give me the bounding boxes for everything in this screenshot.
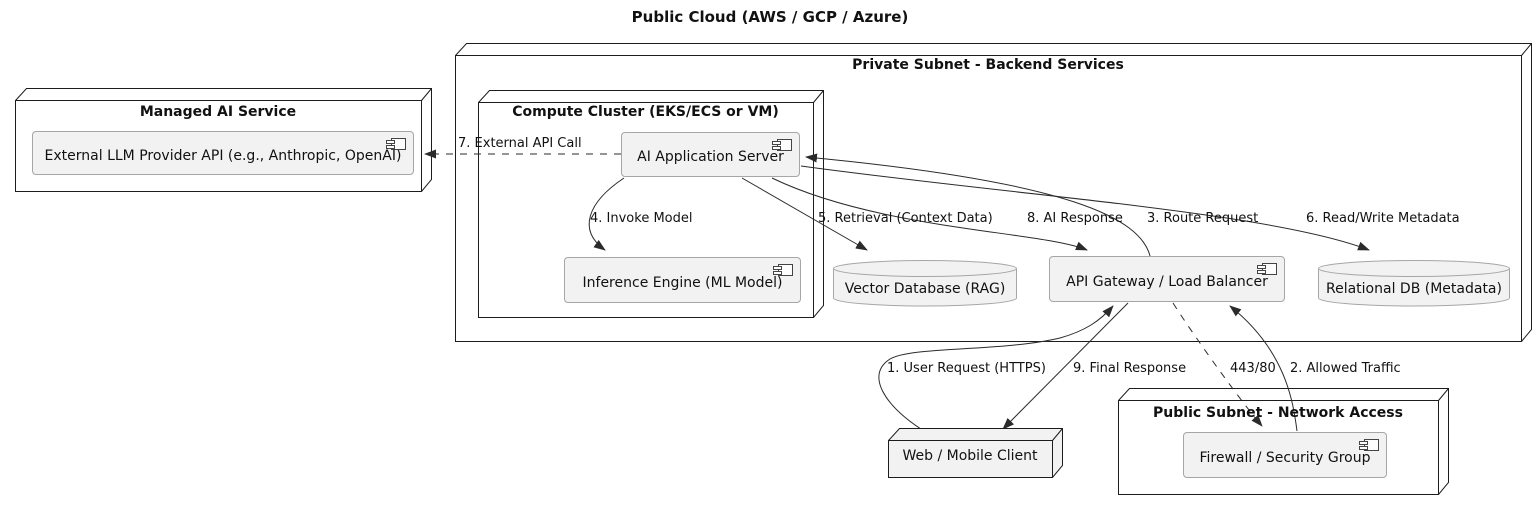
component-icon [386, 138, 406, 150]
relational-db-label: Relational DB (Metadata) [1326, 281, 1502, 297]
managed-ai-service-title: Managed AI Service [139, 104, 297, 120]
web-mobile-client-label: Web / Mobile Client [902, 448, 1038, 464]
diagram-title: Public Cloud (AWS / GCP / Azure) [631, 8, 909, 26]
arrow-port-443-80 [1172, 302, 1263, 427]
ai-application-server-label: AI Application Server [637, 149, 784, 165]
edge-label-invoke-model: 4. Invoke Model [590, 211, 693, 226]
edge-label-allowed-traffic: 2. Allowed Traffic [1290, 361, 1401, 376]
component-icon [1257, 263, 1277, 275]
arrow-allowed-traffic [1229, 305, 1298, 432]
edge-label-external-api-call: 7. External API Call [458, 136, 582, 151]
arrow-route-request [805, 153, 1151, 257]
edge-label-ai-response: 8. AI Response [1027, 211, 1123, 226]
arrow-final-response [1002, 302, 1129, 430]
database-relational [1318, 260, 1510, 307]
edge-label-final-response: 9. Final Response [1073, 361, 1187, 376]
edge-label-port-443-80: 443/80 [1230, 361, 1276, 376]
component-external-llm-provider-api: External LLM Provider API (e.g., Anthrop… [32, 131, 414, 175]
component-firewall: Firewall / Security Group [1183, 432, 1387, 478]
vector-database-label: Vector Database (RAG) [844, 281, 1006, 297]
firewall-label: Firewall / Security Group [1199, 449, 1371, 466]
arrow-retrieval [741, 177, 868, 251]
arrow-user-request [878, 305, 1114, 434]
edge-label-route-request: 3. Route Request [1147, 211, 1259, 226]
component-icon [772, 139, 792, 151]
component-icon [773, 264, 793, 276]
edge-label-retrieval: 5. Retrieval (Context Data) [818, 211, 993, 226]
component-ai-application-server: AI Application Server [621, 132, 800, 177]
public-subnet-title: Public Subnet - Network Access [1153, 405, 1403, 421]
component-api-gateway: API Gateway / Load Balancer [1049, 256, 1285, 302]
node-web-mobile-client [888, 428, 1063, 478]
arrow-read-write-metadata [800, 165, 1370, 251]
arrow-invoke-model [588, 177, 625, 251]
api-gateway-label: API Gateway / Load Balancer [1066, 273, 1268, 290]
component-icon [1359, 439, 1379, 451]
external-llm-provider-api-label: External LLM Provider API (e.g., Anthrop… [44, 147, 402, 164]
edge-label-user-request: 1. User Request (HTTPS) [887, 361, 1046, 376]
arrow-ai-response [771, 177, 1088, 251]
compute-cluster-title: Compute Cluster (EKS/ECS or VM) [512, 104, 779, 120]
database-vector [833, 260, 1017, 307]
private-subnet-title: Private Subnet - Backend Services [852, 57, 1124, 73]
component-inference-engine: Inference Engine (ML Model) [564, 257, 801, 303]
edge-label-read-write-metadata: 6. Read/Write Metadata [1306, 211, 1460, 226]
inference-engine-label: Inference Engine (ML Model) [582, 274, 783, 291]
